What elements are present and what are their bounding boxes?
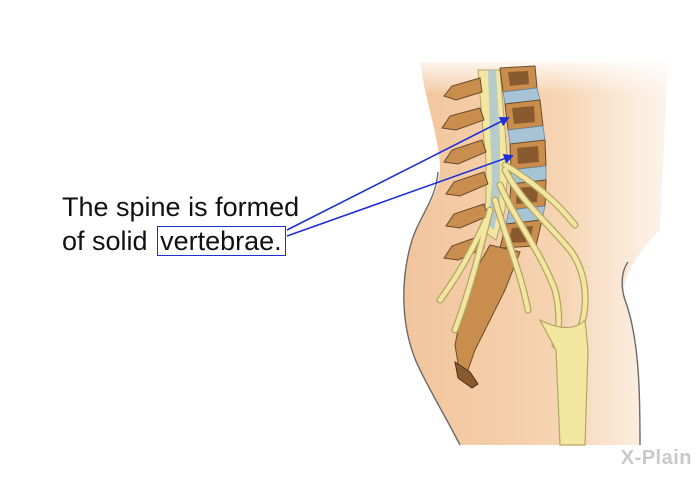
belly-outline [621, 261, 641, 446]
pointer-arrow-lower [286, 153, 514, 237]
coccyx [454, 360, 479, 389]
back-outline [403, 171, 461, 446]
vertebral-column [499, 65, 547, 249]
caption-line-2: of solid vertebrae. [62, 224, 299, 258]
caption-line-1: The spine is formed [62, 192, 300, 222]
sciatic-nerve [538, 318, 589, 446]
x-plain-logo: X-Plain [620, 447, 692, 469]
highlighted-term-vertebrae: vertebrae. [157, 226, 286, 256]
pointer-arrow-upper [286, 117, 510, 231]
caption-line-2-prefix: of solid [62, 226, 148, 256]
caption-text: The spine is formed of solid vertebrae. [62, 190, 299, 258]
spinal-canal-blue [488, 70, 500, 230]
